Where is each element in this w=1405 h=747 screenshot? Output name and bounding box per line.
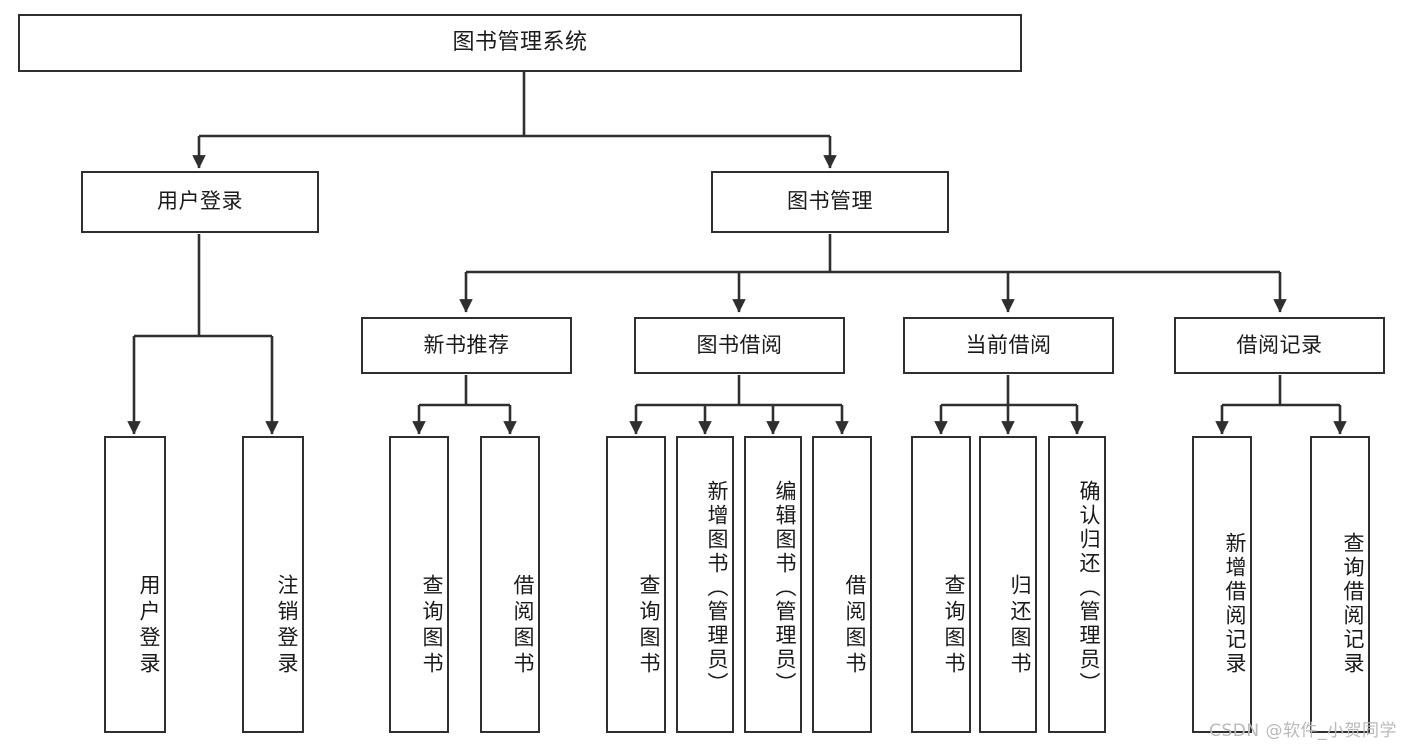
leaf-add-book-label: 新增图书（管理员） — [705, 479, 729, 696]
node-book-manage-label: 图书管理 — [787, 189, 873, 214]
node-current-borrow[interactable]: 当前借阅 — [903, 317, 1114, 374]
leaf-borrow-book-1[interactable]: 借阅图书 — [480, 436, 540, 733]
leaf-query-book-1[interactable]: 查询图书 — [389, 436, 449, 733]
leaf-confirm-return[interactable]: 确认归还（管理员） — [1048, 436, 1106, 733]
node-new-book-recommend[interactable]: 新书推荐 — [361, 317, 572, 374]
leaf-borrow-book-2-label: 借阅图书 — [843, 573, 867, 678]
node-root[interactable]: 图书管理系统 — [18, 14, 1022, 72]
leaf-edit-book[interactable]: 编辑图书（管理员） — [744, 436, 802, 733]
node-user-login-label: 用户登录 — [157, 189, 243, 214]
leaf-query-book-2[interactable]: 查询图书 — [606, 436, 666, 733]
node-book-manage[interactable]: 图书管理 — [711, 171, 949, 233]
leaf-query-book-3-label: 查询图书 — [942, 573, 966, 678]
leaf-add-book[interactable]: 新增图书（管理员） — [676, 436, 734, 733]
leaf-query-book-1-label: 查询图书 — [420, 573, 444, 678]
leaf-query-record-label: 查询借阅记录 — [1341, 531, 1365, 676]
node-borrow-record-label: 借阅记录 — [1236, 332, 1323, 357]
node-book-borrow-label: 图书借阅 — [696, 332, 783, 357]
leaf-user-login-label: 用户登录 — [137, 573, 161, 678]
leaf-return-book-label: 归还图书 — [1008, 573, 1032, 678]
leaf-return-book[interactable]: 归还图书 — [979, 436, 1037, 733]
leaf-edit-book-label: 编辑图书（管理员） — [773, 479, 797, 696]
csdn-watermark: CSDN @软件_小贺同学 — [1209, 721, 1397, 741]
leaf-borrow-book-1-label: 借阅图书 — [511, 573, 535, 678]
leaf-query-book-2-label: 查询图书 — [637, 573, 661, 678]
leaf-add-record-label: 新增借阅记录 — [1223, 531, 1247, 676]
leaf-logout-login[interactable]: 注销登录 — [242, 436, 304, 733]
node-new-book-recommend-label: 新书推荐 — [423, 332, 510, 357]
node-borrow-record[interactable]: 借阅记录 — [1174, 317, 1385, 374]
node-user-login[interactable]: 用户登录 — [81, 171, 319, 233]
leaf-confirm-return-label: 确认归还（管理员） — [1077, 479, 1101, 696]
leaf-query-book-3[interactable]: 查询图书 — [911, 436, 971, 733]
leaf-borrow-book-2[interactable]: 借阅图书 — [812, 436, 872, 733]
node-current-borrow-label: 当前借阅 — [965, 332, 1052, 357]
node-book-borrow[interactable]: 图书借阅 — [634, 317, 845, 374]
node-root-label: 图书管理系统 — [452, 29, 588, 55]
leaf-query-record[interactable]: 查询借阅记录 — [1310, 436, 1370, 733]
leaf-logout-login-label: 注销登录 — [275, 573, 299, 678]
leaf-user-login[interactable]: 用户登录 — [104, 436, 166, 733]
leaf-add-record[interactable]: 新增借阅记录 — [1192, 436, 1252, 733]
